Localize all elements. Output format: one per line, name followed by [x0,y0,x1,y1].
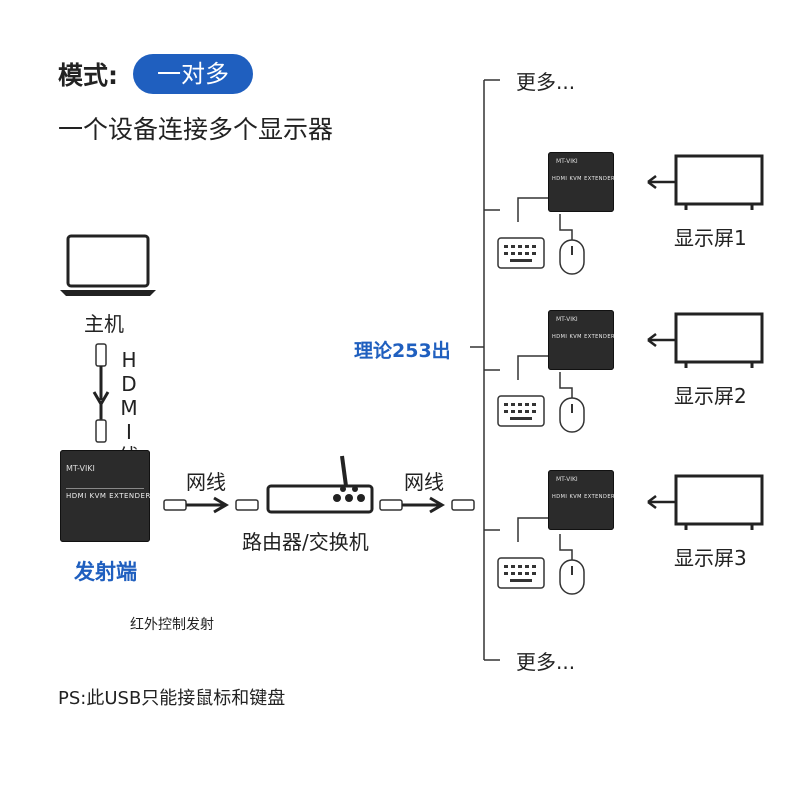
receiver-brand: MT-VIKI [556,476,578,483]
mode-label: 模式: [58,61,118,90]
receiver-model: HDMI KVM EXTENDER [552,334,616,340]
hdmi-char: H [121,348,137,372]
laptop-icon [60,234,156,296]
hdmi-cable-icon [92,343,110,443]
hdmi-char: M [120,396,138,420]
receiver-group-1 [497,154,764,275]
more-bottom-label: 更多... [516,650,576,674]
network-cable-left-label: 网线 [186,470,226,494]
receiver-group-3 [497,474,764,595]
distribution-tree [470,79,500,661]
receiver-model: HDMI KVM EXTENDER [552,176,616,182]
more-top-label: 更多... [516,70,576,94]
network-cable-left-icon [163,496,259,514]
transmitter-brand: MT-VIKI [66,464,95,473]
footnote: PS:此USB只能接鼠标和键盘 [58,688,286,709]
receiver-group-2 [497,312,764,433]
hdmi-char: D [121,372,137,396]
transmitter-divider [66,488,144,489]
display-label-2: 显示屏2 [674,384,747,408]
display-label-3: 显示屏3 [674,546,747,570]
receiver-brand: MT-VIKI [556,158,578,165]
receiver-model: HDMI KVM EXTENDER [552,494,616,500]
display-label-1: 显示屏1 [674,226,747,250]
network-cable-right-label: 网线 [404,470,444,494]
hdmi-char: I [126,420,132,444]
receiver-device-2: MT-VIKI HDMI KVM EXTENDER [548,310,616,370]
transmitter-device: MT-VIKI HDMI KVM EXTENDER [60,450,150,542]
receiver-device-1: MT-VIKI HDMI KVM EXTENDER [548,152,616,212]
host-label: 主机 [84,312,124,336]
receiver-brand: MT-VIKI [556,316,578,323]
receiver-device-3: MT-VIKI HDMI KVM EXTENDER [548,470,616,530]
mode-description: 一个设备连接多个显示器 [58,115,334,144]
network-cable-right-icon [379,496,475,514]
capacity-label: 理论253出 [354,340,451,362]
router-icon [266,455,374,514]
mode-badge: 一对多 [133,54,253,94]
router-label: 路由器/交换机 [242,530,369,554]
transmitter-model: HDMI KVM EXTENDER [66,492,151,500]
transmitter-label: 发射端 [74,560,137,584]
ir-control-note: 红外控制发射 [130,617,214,633]
